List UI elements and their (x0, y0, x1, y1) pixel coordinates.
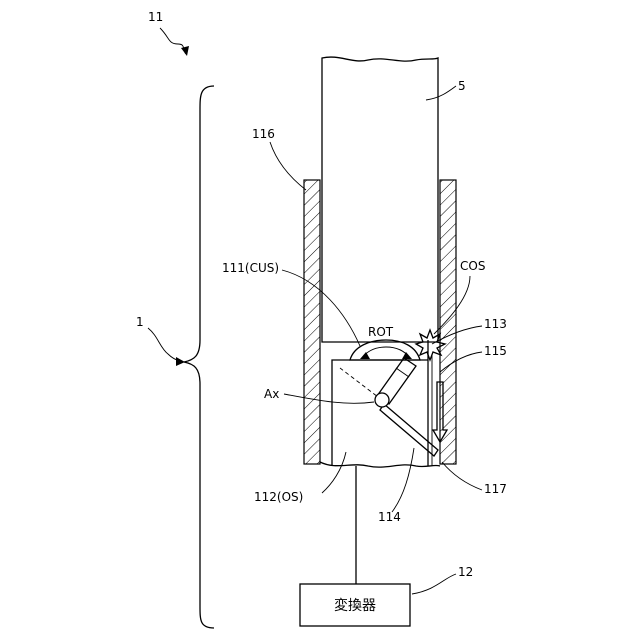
ref-114-leader (392, 448, 414, 512)
brace-ref-leader (148, 328, 180, 361)
dashed-reference-line (340, 368, 382, 400)
converter-box-label: 変換器 (334, 597, 376, 614)
label-113: 113 (484, 317, 507, 331)
os-ref-leader (322, 452, 346, 493)
label-cos: COS (460, 259, 485, 273)
label-brace-ref: 1 (136, 315, 144, 329)
axis-leader (284, 394, 374, 403)
label-os-ref: 112(OS) (254, 490, 303, 504)
os-body-bottom (320, 462, 440, 467)
pivot-axis (375, 393, 389, 407)
shaft (322, 57, 438, 342)
left-brace (184, 86, 214, 628)
sleeve-ref-leader (270, 142, 306, 190)
label-cus-ref: 111(CUS) (222, 261, 279, 275)
label-axis: Ax (264, 387, 279, 401)
ref-117-leader (442, 462, 482, 490)
converter-ref-leader (412, 574, 456, 594)
lever-lower-arm (380, 404, 438, 456)
sleeve-left-wall (304, 180, 320, 464)
label-sleeve-ref: 116 (252, 127, 275, 141)
shaft-ref-leader (426, 86, 456, 100)
lever-upper-detail (396, 368, 409, 377)
system-ref-arrowhead (181, 46, 189, 56)
label-117: 117 (484, 482, 507, 496)
label-rot: ROT (368, 325, 394, 339)
system-ref-leader (160, 28, 186, 54)
label-system-ref: 11 (148, 10, 163, 24)
brace-ref-arrowhead (176, 357, 185, 366)
rot-arrow-arc (362, 347, 410, 358)
label-converter-ref: 12 (458, 565, 473, 579)
cus-ref-leader (282, 270, 360, 346)
label-114: 114 (378, 510, 401, 524)
rot-arrowhead-left (360, 352, 370, 359)
label-shaft-ref: 5 (458, 79, 466, 93)
label-115: 115 (484, 344, 507, 358)
